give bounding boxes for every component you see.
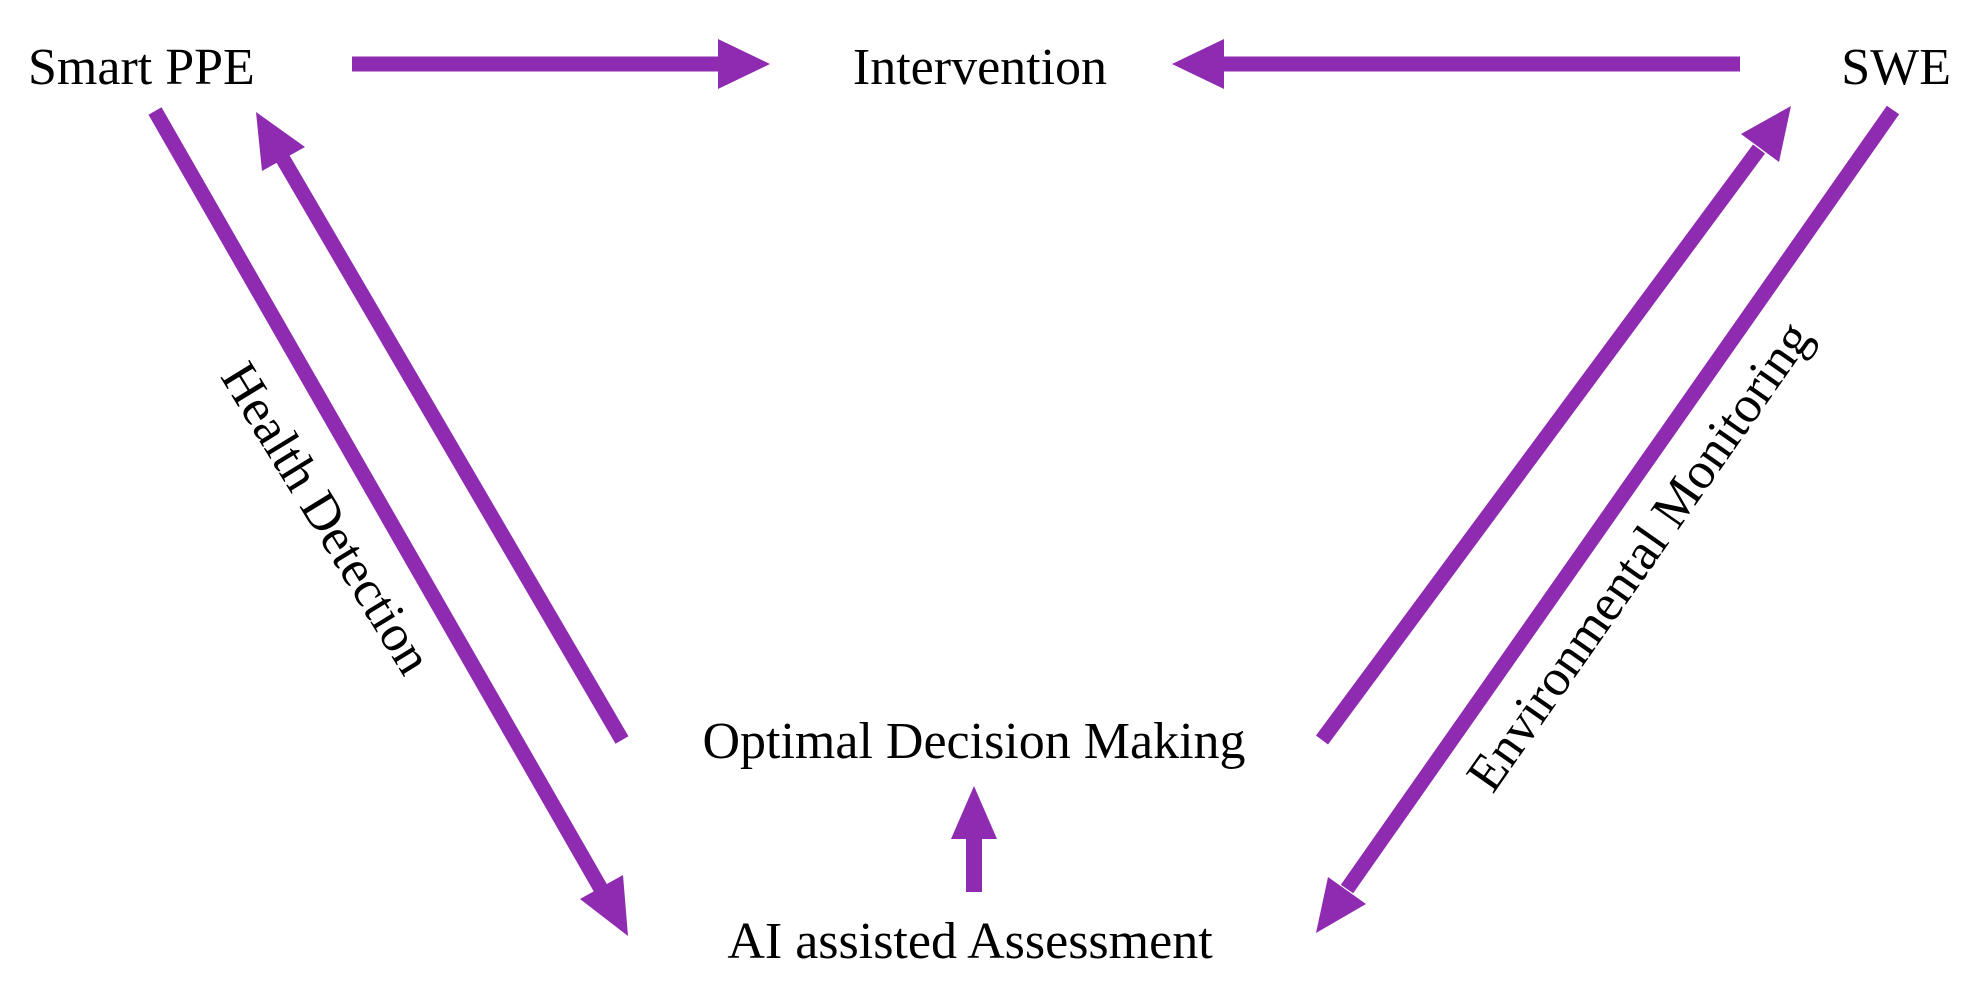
arrows: [148, 39, 1900, 936]
arrow-smart-ppe-to-assessment: [148, 107, 608, 893]
node-intervention: Intervention: [853, 39, 1107, 96]
node-swe: SWE: [1841, 39, 1951, 96]
arrow-swe-to-assessment: [1340, 105, 1900, 894]
arrowhead-assessment-to-decision: [951, 786, 997, 839]
arrow-decision-to-swe: [1315, 144, 1766, 745]
arrowhead-swe-to-intervention: [1172, 39, 1224, 89]
node-optimal-decision: Optimal Decision Making: [702, 713, 1245, 770]
arrow-decision-to-smart-ppe: [276, 155, 629, 744]
arrowhead-decision-to-smart-ppe: [256, 112, 305, 171]
node-ai-assessment: AI assisted Assessment: [727, 913, 1213, 970]
arrowhead-swe-to-assessment: [1316, 877, 1366, 933]
node-smart-ppe: Smart PPE: [28, 39, 255, 96]
arrowhead-smart-ppe-to-assessment: [580, 875, 628, 936]
arrowhead-decision-to-swe: [1741, 106, 1791, 162]
edge-label-environmental-monitoring: Environmental Monitoring: [1456, 311, 1823, 802]
arrowhead-smart-ppe-to-intervention: [718, 39, 770, 89]
